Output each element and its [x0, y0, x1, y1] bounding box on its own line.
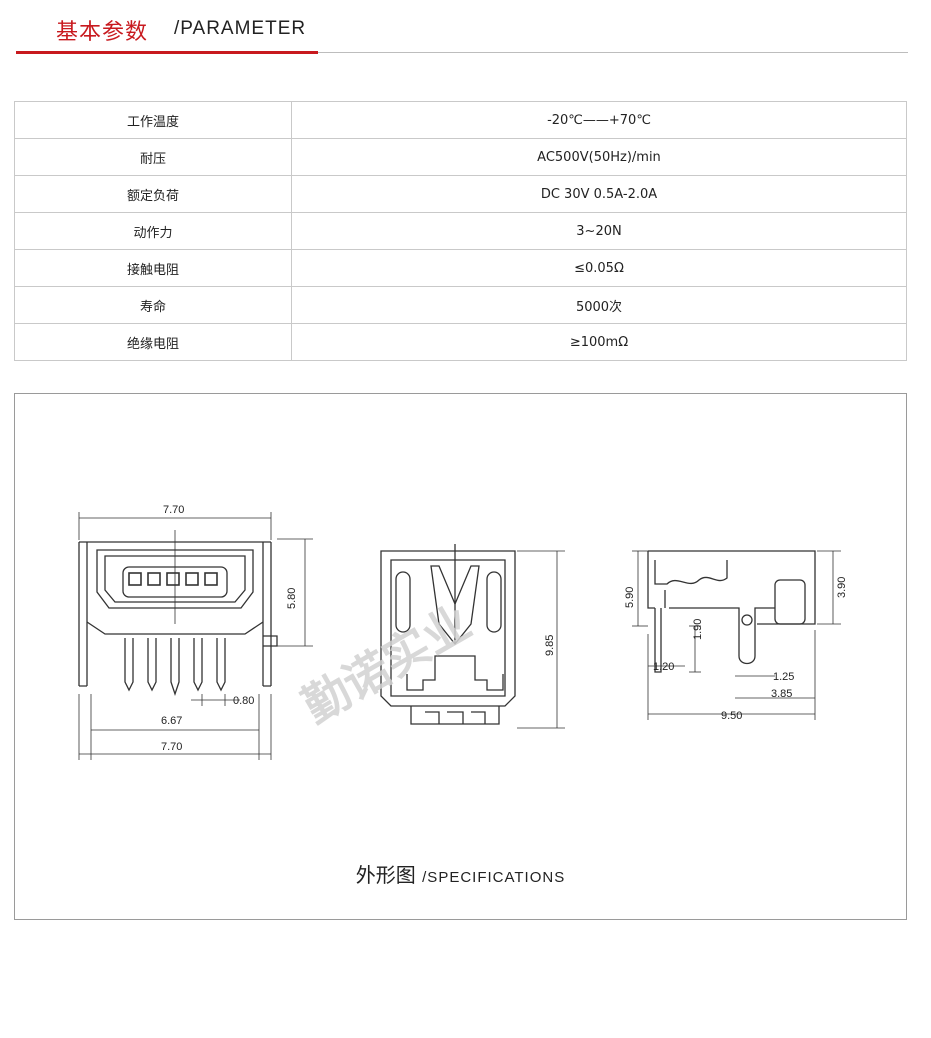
- dimension-drawing-panel: 勤诺实业 7.70 5.80 0.80 6.67 7.70 9.85 3.90 …: [14, 393, 907, 920]
- front-view-dimensions: [78, 512, 313, 760]
- param-label: 工作温度: [14, 101, 292, 139]
- watermark: 勤诺实业: [294, 595, 480, 734]
- param-label: 绝缘电阻: [14, 323, 292, 361]
- dim-front-height: 5.80: [286, 588, 298, 609]
- caption-cn: 外形图: [355, 863, 416, 887]
- drawing-caption: 外形图 /SPECIFICATIONS: [15, 859, 906, 888]
- caption-en: /SPECIFICATIONS: [422, 869, 566, 886]
- section-title-cn: 基本参数: [56, 20, 149, 45]
- front-view: [78, 530, 278, 697]
- side-view: [647, 550, 816, 673]
- param-label: 额定负荷: [14, 175, 292, 213]
- param-label: 耐压: [14, 138, 292, 176]
- table-row: 绝缘电阻≥100mΩ: [14, 323, 907, 361]
- dim-side-height-total: 3.90: [836, 577, 848, 598]
- param-label: 接触电阻: [14, 249, 292, 287]
- dim-front-width-bottom: 7.70: [161, 741, 182, 753]
- param-value: 3~20N: [291, 212, 907, 250]
- param-value: ≤0.05Ω: [291, 249, 907, 287]
- dim-front-width-top: 7.70: [163, 504, 184, 516]
- param-value: ≥100mΩ: [291, 323, 907, 361]
- dimension-drawing: 勤诺实业 7.70 5.80 0.80 6.67 7.70 9.85 3.90 …: [78, 504, 848, 760]
- param-value: DC 30V 0.5A-2.0A: [291, 175, 907, 213]
- header-accent-bar: [16, 51, 318, 54]
- section-title-en: /PARAMETER: [174, 18, 307, 39]
- dim-top-length: 9.85: [544, 635, 556, 656]
- dim-front-pin-span: 6.67: [161, 715, 182, 727]
- top-view: [380, 544, 516, 725]
- param-label: 动作力: [14, 212, 292, 250]
- top-view-dimensions: [517, 550, 565, 729]
- table-row: 接触电阻≤0.05Ω: [14, 249, 907, 287]
- dim-side-height-left: 5.90: [624, 587, 636, 608]
- param-value: -20℃——+70℃: [291, 101, 907, 139]
- dim-side-slot-width: 1.25: [773, 671, 794, 683]
- dim-side-pin-length: 1.90: [692, 619, 704, 640]
- param-label: 寿命: [14, 286, 292, 324]
- param-value: AC500V(50Hz)/min: [291, 138, 907, 176]
- section-header: 基本参数 /PARAMETER: [16, 0, 908, 56]
- dim-side-slot-offset: 3.85: [771, 688, 792, 700]
- dim-side-pin-offset: 1.20: [653, 661, 674, 673]
- dim-front-pin-pitch: 0.80: [233, 695, 254, 707]
- header-divider: [16, 52, 908, 53]
- param-value: 5000次: [291, 286, 907, 324]
- dim-side-length: 9.50: [721, 710, 742, 722]
- table-row: 工作温度-20℃——+70℃: [14, 101, 907, 139]
- side-view-dimensions: [632, 550, 841, 720]
